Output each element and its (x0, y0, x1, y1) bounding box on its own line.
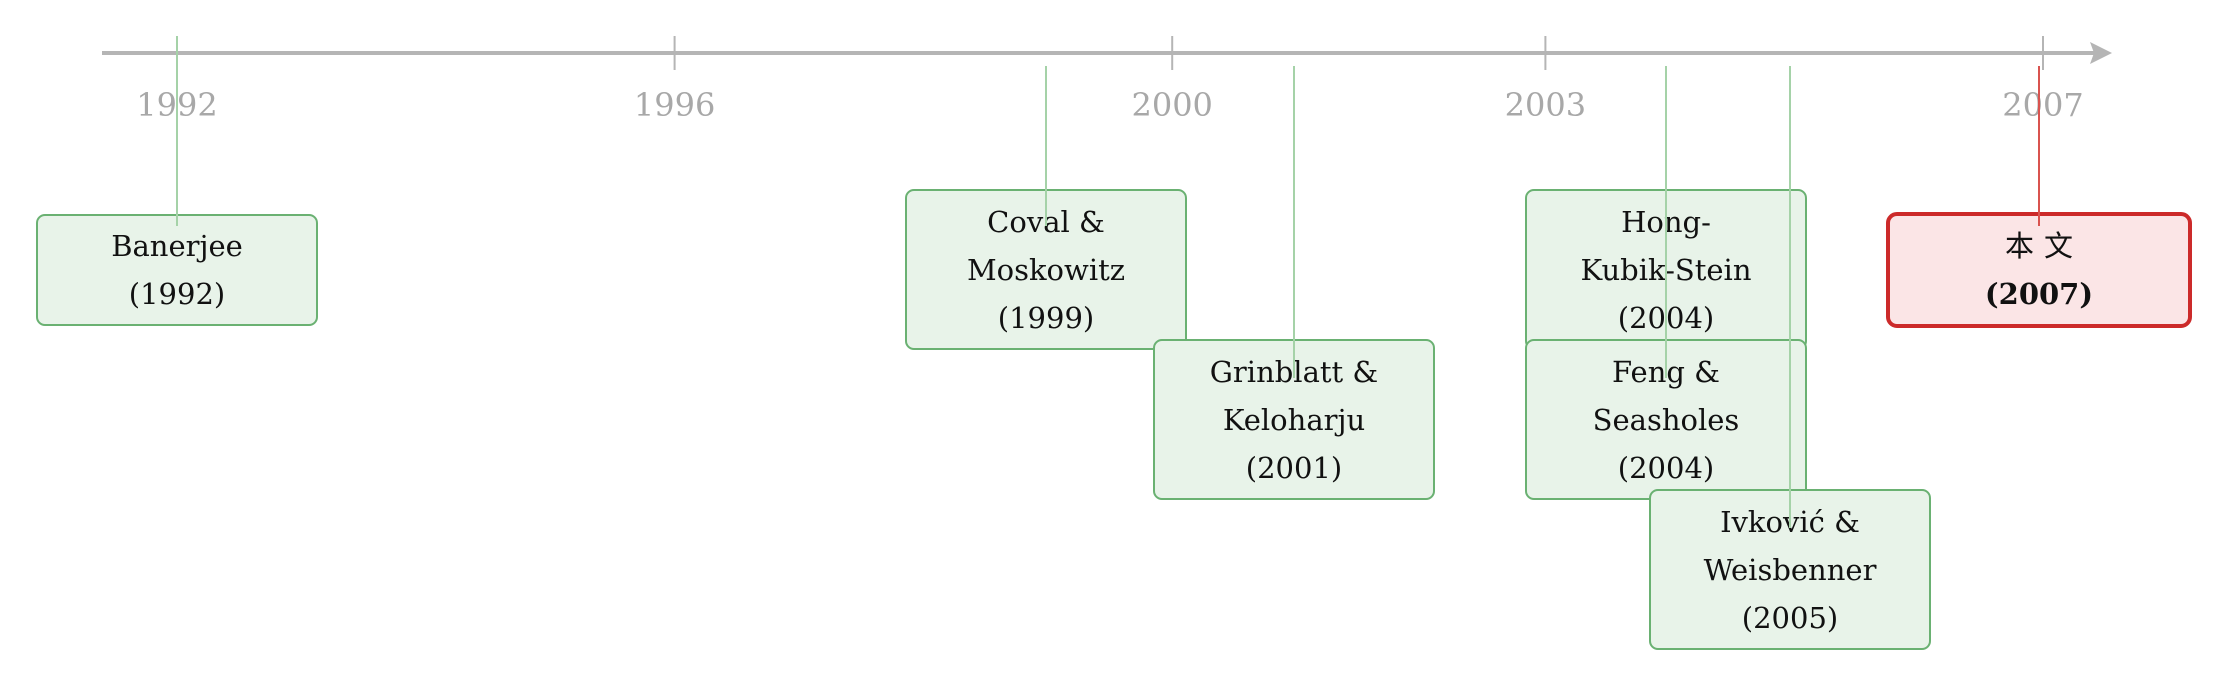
event-author-line: Keloharju (1222, 402, 1366, 437)
axis-tick-label-1996: 1996 (634, 86, 715, 124)
event-connector-line (1789, 66, 1791, 528)
event-author-line: 本文 (2004, 229, 2083, 263)
axis-tick-label-2000: 2000 (1131, 86, 1212, 124)
event-box: Feng &Seasholes(2004) (1525, 339, 1807, 500)
event-connector-line (1045, 66, 1047, 226)
event-year-label: (1999) (997, 300, 1095, 335)
event-connector-line (176, 36, 178, 226)
event-author-line: Seasholes (1592, 402, 1740, 437)
event-year-label: (2005) (1741, 600, 1839, 635)
axis-tick-label-2003: 2003 (1505, 86, 1586, 124)
event-connector-line (1293, 66, 1295, 378)
event-year-label: (1992) (128, 277, 226, 311)
event-connector-line (2038, 66, 2040, 226)
event-year-label: (2007) (1984, 277, 2094, 311)
event-author-line: Moskowitz (966, 252, 1126, 287)
event-year-label: (2004) (1617, 450, 1715, 485)
event-connector-line (1665, 66, 1667, 378)
event-year-label: (2001) (1245, 450, 1343, 485)
event-box: Banerjee (1992) (36, 214, 318, 326)
event-author-line: Weisbenner (1703, 552, 1877, 587)
event-box-this-paper: 本文 (2007) (1886, 212, 2192, 328)
event-author-line: Banerjee (111, 229, 243, 263)
axis-tick-label-2007: 2007 (2002, 86, 2083, 124)
axis-arrowhead-icon (2090, 42, 2112, 64)
